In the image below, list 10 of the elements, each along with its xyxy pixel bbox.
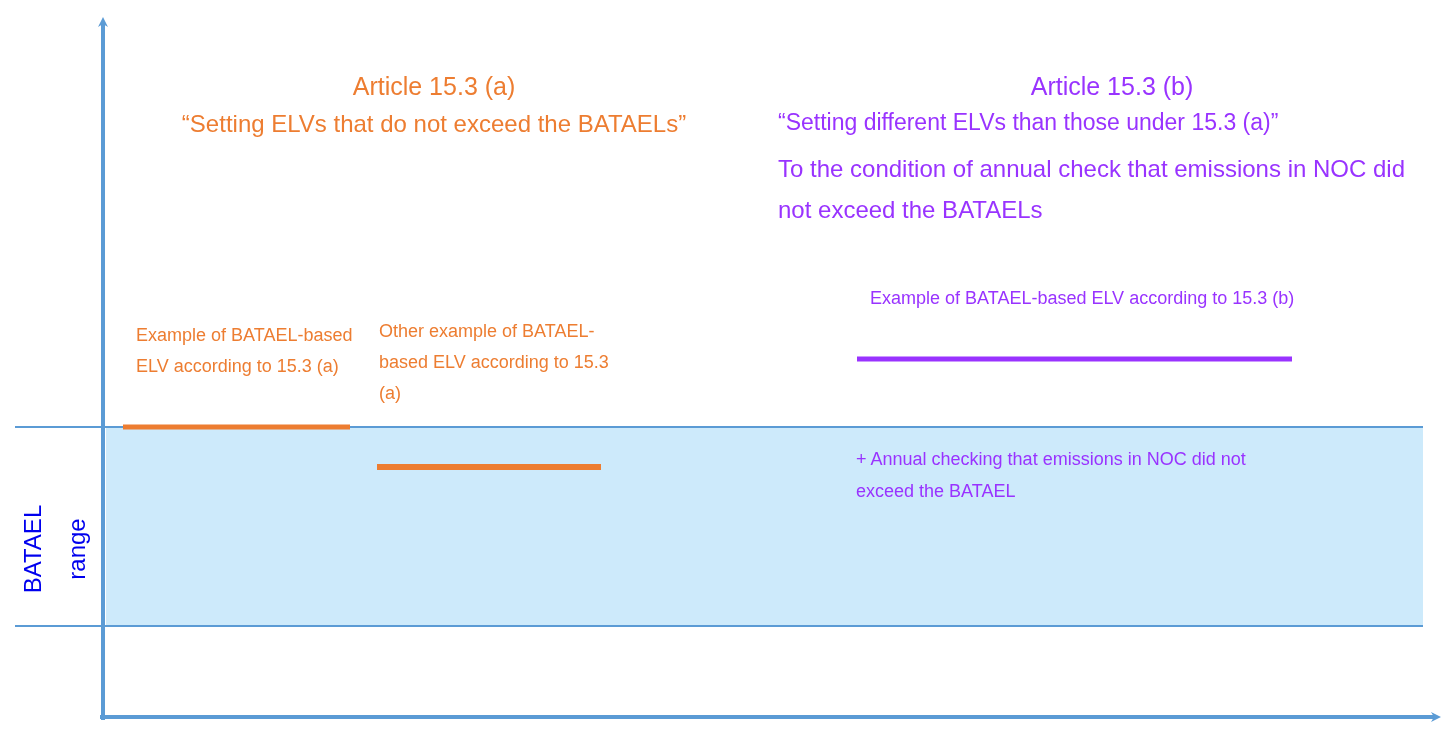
article-quote: “Setting different ELVs than those under 15.3 (a)” (778, 108, 1280, 137)
article-heading: Article 15.3 (a) (351, 71, 517, 102)
article-quote: “Setting ELVs that do not exceed the BATAELs” (180, 109, 688, 139)
condition-text: To the condition of annual check that emissions in NOC did not exceed the BATAELs (778, 154, 1406, 225)
note-text: + Annual checking that emissions in NOC did not exceed the BATAEL (856, 448, 1247, 503)
article-heading: Article 15.3 (b) (1029, 71, 1195, 102)
axis-label: BATAEL range (18, 503, 91, 596)
example-label: Other example of BATAEL-based ELV according to 15.3 (a) (379, 320, 610, 405)
example-label: Example of BATAEL-based ELV according to 15.3 (a) (136, 324, 354, 378)
example-label: Example of BATAEL-based ELV according to 15.3 (b) (870, 287, 1296, 310)
